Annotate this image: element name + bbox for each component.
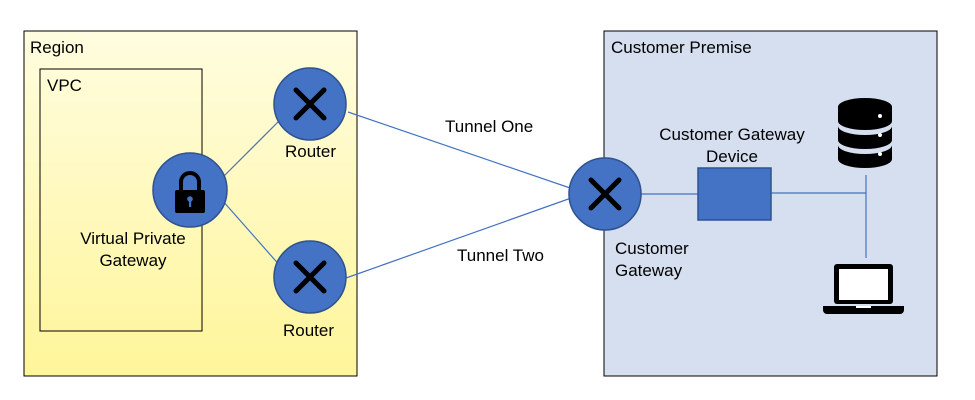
- link-vpg-router-top: [219, 117, 283, 181]
- link-vpg-router-bottom: [221, 199, 283, 269]
- router-bottom-node: [273, 240, 347, 314]
- virtual-private-gateway-label: Virtual Private Gateway: [58, 228, 208, 272]
- lock-icon: [175, 171, 205, 213]
- customer-gateway-label-line1: Customer: [615, 239, 689, 258]
- x-icon: [293, 87, 327, 121]
- virtual-private-gateway-label-line2: Gateway: [99, 251, 167, 270]
- customer-gateway-device-label: Customer Gateway Device: [637, 124, 827, 168]
- tunnel-one-label: Tunnel One: [445, 117, 534, 136]
- region-label: Region: [30, 38, 84, 57]
- router-top-node: [273, 67, 347, 141]
- laptop-icon: [823, 264, 904, 314]
- customer-premise-label: Customer Premise: [611, 38, 752, 57]
- vpc-label: VPC: [47, 76, 82, 95]
- customer-gateway-device-label-line1: Customer Gateway: [659, 125, 805, 144]
- tunnel-two-line: [345, 196, 575, 279]
- tunnel-two-label: Tunnel Two: [457, 246, 544, 265]
- router-bottom-label: Router: [283, 321, 335, 340]
- x-icon: [588, 177, 622, 211]
- customer-gateway-label-line2: Gateway: [615, 261, 683, 280]
- virtual-private-gateway-label-line1: Virtual Private: [80, 229, 186, 248]
- database-icon: [838, 98, 892, 168]
- customer-gateway-node: [568, 157, 642, 231]
- connections: [219, 111, 867, 279]
- tunnel-one-line: [347, 111, 577, 191]
- x-icon: [293, 260, 327, 294]
- customer-gateway-device-label-line2: Device: [706, 147, 758, 166]
- customer-gateway-device-box: [697, 167, 772, 221]
- customer-gateway-label: Customer Gateway: [615, 238, 689, 282]
- virtual-private-gateway-node: [152, 152, 228, 228]
- router-top-label: Router: [285, 142, 337, 161]
